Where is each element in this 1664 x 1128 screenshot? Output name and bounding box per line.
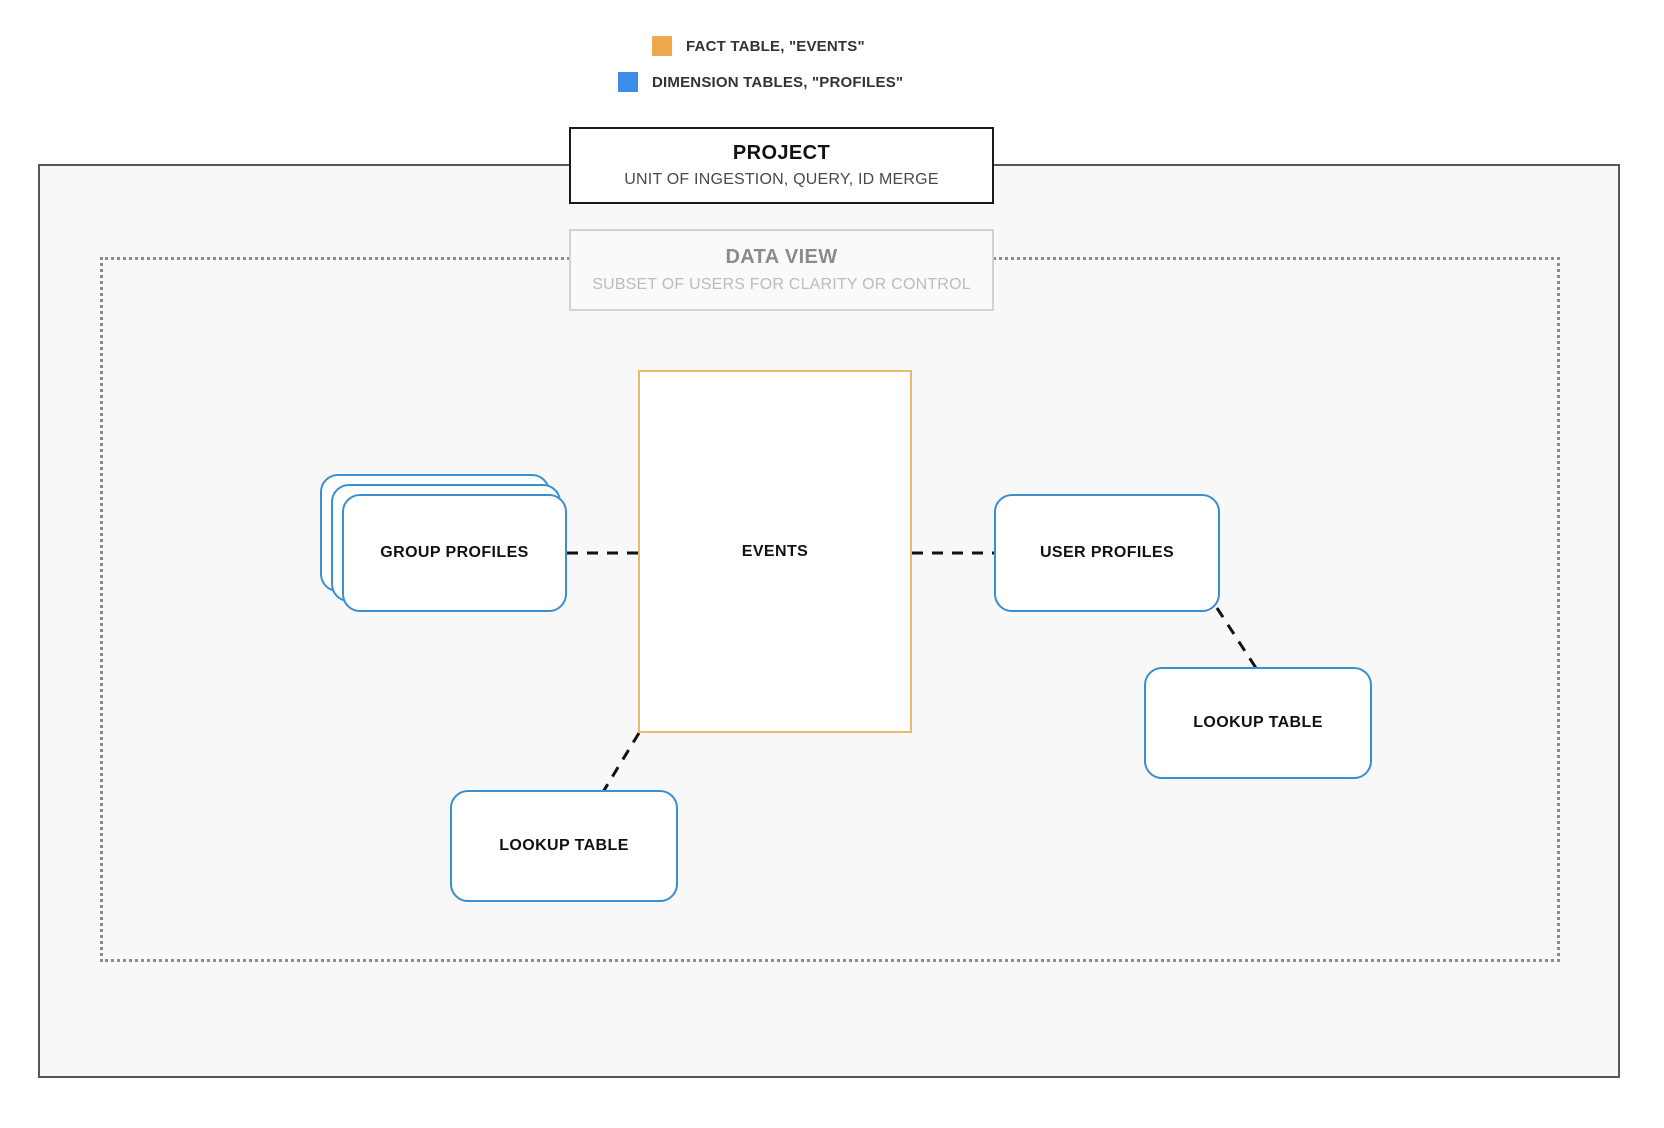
fact-table-swatch	[652, 36, 672, 56]
node-lookup-table-left-label: LOOKUP TABLE	[499, 837, 629, 854]
node-events-label: EVENTS	[741, 542, 809, 560]
node-lookup-table-left[interactable]: LOOKUP TABLE	[450, 790, 678, 902]
data-view-subtitle: SUBSET OF USERS FOR CLARITY OR CONTROL	[592, 276, 971, 293]
node-user-profiles-label: USER PROFILES	[1039, 544, 1175, 561]
node-lookup-table-right[interactable]: LOOKUP TABLE	[1144, 667, 1372, 779]
node-user-profiles[interactable]: USER PROFILES	[994, 494, 1220, 612]
dimension-tables-swatch	[618, 72, 638, 92]
legend-item-dimension-tables: DIMENSION TABLES, "PROFILES"	[618, 72, 903, 92]
data-view-title: DATA VIEW	[725, 246, 838, 268]
node-group-profiles-label: GROUP PROFILES	[380, 544, 529, 561]
node-lookup-table-right-label: LOOKUP TABLE	[1193, 714, 1323, 731]
legend-label-dimension-tables: DIMENSION TABLES, "PROFILES"	[652, 73, 904, 91]
legend-label-fact-table: FACT TABLE, "EVENTS"	[686, 37, 865, 55]
project-title: PROJECT	[732, 142, 831, 164]
node-events[interactable]: EVENTS	[638, 370, 912, 733]
node-group-profiles[interactable]: GROUP PROFILES	[342, 494, 567, 612]
legend-item-fact-table: FACT TABLE, "EVENTS"	[652, 36, 865, 56]
project-title-card: PROJECT UNIT OF INGESTION, QUERY, ID MER…	[569, 127, 994, 204]
data-view-title-card: DATA VIEW SUBSET OF USERS FOR CLARITY OR…	[569, 229, 994, 311]
project-subtitle: UNIT OF INGESTION, QUERY, ID MERGE	[624, 171, 939, 188]
